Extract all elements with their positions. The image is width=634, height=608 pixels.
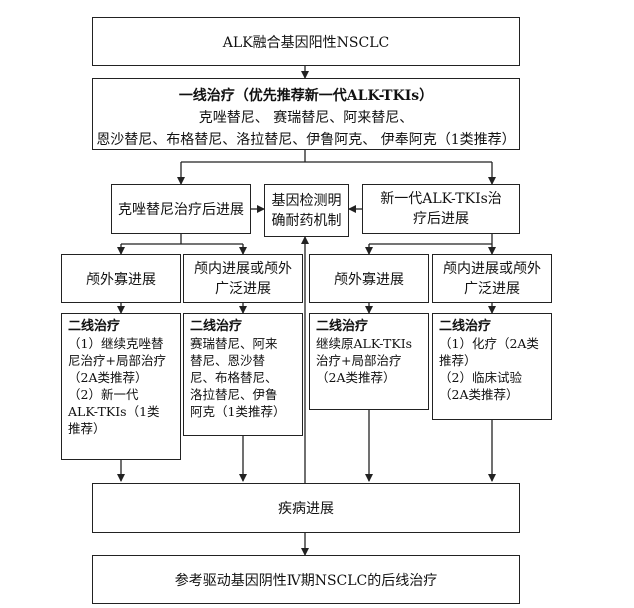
bottom-node: 参考驱动基因阴性Ⅳ期NSCLC的后线治疗 (92, 555, 520, 604)
t2-line: 尼、布格替尼、 (190, 370, 278, 385)
l1-label: 颅外寡进展 (86, 271, 156, 288)
gene-test-line2: 确耐药机制 (271, 212, 342, 229)
t2-line: 替尼、恩沙替 (190, 353, 266, 368)
t4-line: （2A类推荐） (439, 387, 519, 402)
right-progress-node: 新一代ALK-TKIs治 疗后进展 (362, 184, 520, 234)
t4-line: （2）临床试验 (439, 370, 522, 385)
first-line-line3: 恩沙替尼、布格替尼、洛拉替尼、伊鲁阿克、 伊奉阿克（1类推荐） (96, 132, 516, 148)
gene-test-node: 基因检测明 确耐药机制 (264, 184, 349, 237)
right-progress-line2: 疗后进展 (413, 211, 469, 227)
top-node-label: ALK融合基因阳性NSCLC (222, 34, 390, 51)
t1-line: （1）继续克唑替 (68, 336, 164, 351)
t2-line: 赛瑞替尼、阿来 (190, 336, 278, 351)
r1-label: 颅外寡进展 (334, 271, 404, 288)
t1-line: ALK-TKIs（1类 (68, 404, 160, 419)
r2-line2: 广泛进展 (464, 280, 520, 297)
l2-node: 颅内进展或颅外 广泛进展 (183, 254, 303, 303)
t1-line: 尼治疗+局部治疗 (68, 353, 166, 368)
t1-title: 二线治疗 (68, 319, 121, 334)
bottom-label: 参考驱动基因阴性Ⅳ期NSCLC的后线治疗 (174, 572, 438, 589)
t4-line: （1）化疗（2A类 (439, 336, 539, 351)
l2-line2: 广泛进展 (215, 280, 271, 297)
t4-title: 二线治疗 (439, 319, 492, 334)
first-line-node: 一线治疗（优先推荐新一代ALK-TKIs） 克唑替尼、 赛瑞替尼、阿来替尼、 恩… (92, 78, 520, 150)
t2-node: 二线治疗 赛瑞替尼、阿来 替尼、恩沙替 尼、布格替尼、 洛拉替尼、伊鲁 阿克（1… (183, 313, 303, 436)
r2-node: 颅内进展或颅外 广泛进展 (432, 254, 552, 303)
left-progress-label: 克唑替尼治疗后进展 (118, 202, 244, 218)
t2-title: 二线治疗 (190, 319, 243, 334)
top-node: ALK融合基因阳性NSCLC (92, 17, 520, 66)
r2-line1: 颅内进展或颅外 (443, 260, 541, 277)
t3-line: 治疗+局部治疗 (316, 353, 402, 368)
disease-progress-label: 疾病进展 (278, 501, 334, 517)
t1-line: 推荐） (68, 421, 106, 436)
t3-line: （2A类推荐） (316, 370, 396, 385)
l1-node: 颅外寡进展 (61, 254, 181, 303)
t3-node: 二线治疗 继续原ALK-TKIs 治疗+局部治疗 （2A类推荐） (309, 313, 429, 410)
r1-node: 颅外寡进展 (309, 254, 429, 303)
gene-test-line1: 基因检测明 (271, 192, 342, 209)
disease-progress-node: 疾病进展 (92, 483, 520, 533)
t3-title: 二线治疗 (316, 319, 369, 334)
l2-line1: 颅内进展或颅外 (194, 260, 292, 277)
t1-node: 二线治疗 （1）继续克唑替 尼治疗+局部治疗 （2A类推荐） （2）新一代 AL… (61, 313, 181, 460)
t1-line: （2）新一代 (68, 387, 139, 402)
t4-node: 二线治疗 （1）化疗（2A类 推荐） （2）临床试验 （2A类推荐） (432, 313, 552, 420)
t3-line: 继续原ALK-TKIs (316, 336, 413, 351)
right-progress-line1: 新一代ALK-TKIs治 (380, 191, 502, 207)
t1-line: （2A类推荐） (68, 370, 148, 385)
first-line-line2: 克唑替尼、 赛瑞替尼、阿来替尼、 (198, 110, 414, 126)
first-line-title: 一线治疗（优先推荐新一代ALK-TKIs） (178, 88, 434, 104)
t2-line: 洛拉替尼、伊鲁 (190, 387, 278, 402)
t2-line: 阿克（1类推荐） (190, 404, 286, 419)
t4-line: 推荐） (439, 353, 477, 368)
left-progress-node: 克唑替尼治疗后进展 (111, 184, 251, 234)
